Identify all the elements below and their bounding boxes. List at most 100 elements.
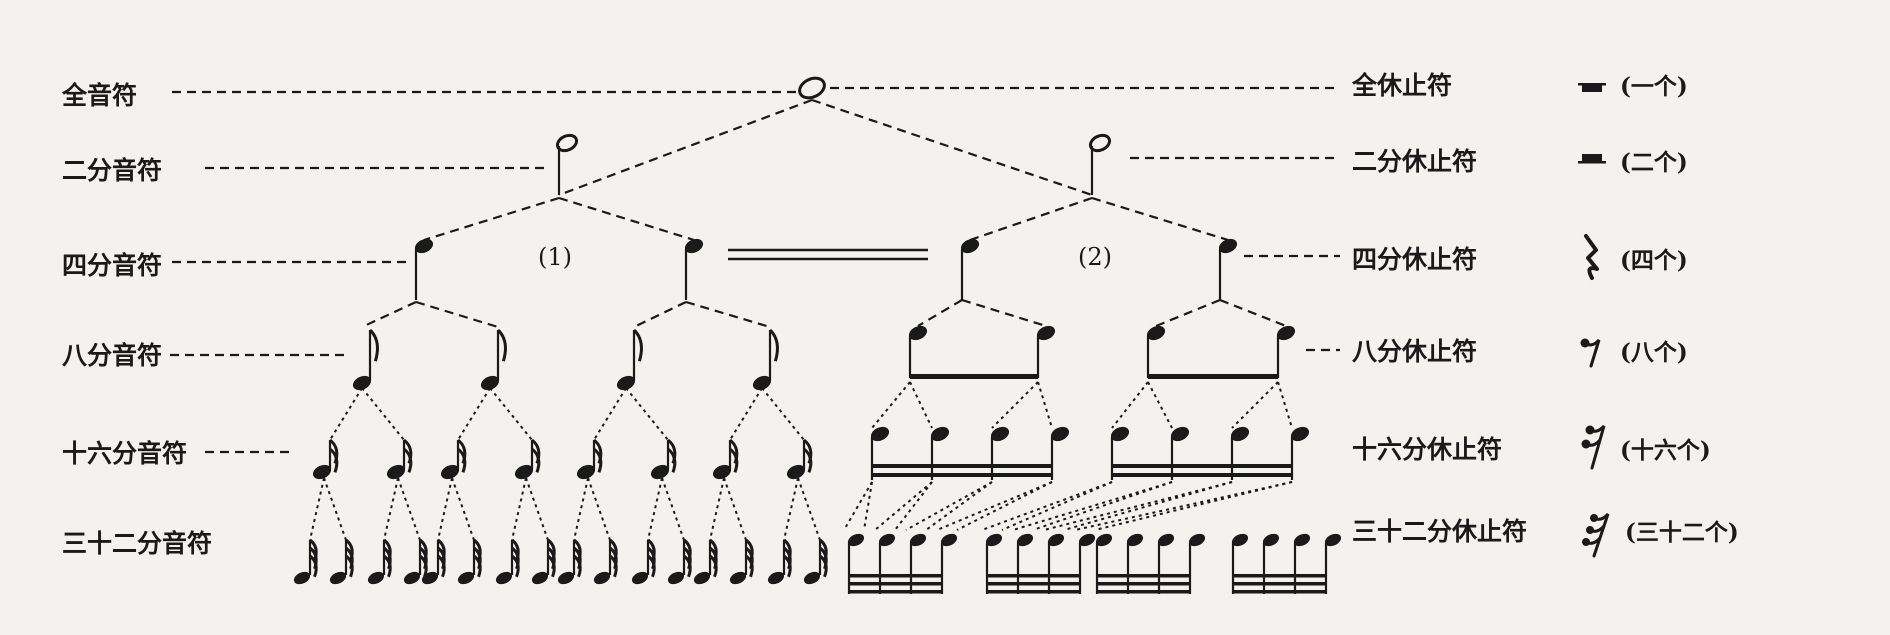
dotted-connector bbox=[863, 481, 873, 531]
thirty-second-note bbox=[593, 571, 611, 585]
dashed-connector bbox=[917, 299, 963, 327]
whole-note-label: 全音符 bbox=[61, 81, 137, 110]
eighth-beam bbox=[910, 374, 1038, 379]
thirty-second-note-flag bbox=[473, 554, 482, 578]
thirty-second-beam bbox=[1097, 582, 1190, 586]
thirty-second-note-flag bbox=[345, 554, 354, 578]
dashed-connector bbox=[558, 98, 813, 197]
thirty-second-note-flag bbox=[547, 554, 556, 578]
equals-sign bbox=[728, 248, 928, 261]
whole-rest-icon bbox=[1578, 83, 1606, 92]
sixteenth-rest-label: 十六分休止符 bbox=[1352, 435, 1502, 464]
thirty-second-note bbox=[693, 571, 711, 585]
dashed-connector bbox=[969, 196, 1093, 242]
thirty-second-beam bbox=[849, 574, 942, 578]
thirty-second-note-flag bbox=[383, 554, 392, 578]
dotted-connector bbox=[1277, 381, 1293, 429]
whole-rest-label: 全休止符 bbox=[1351, 71, 1452, 100]
eighth-note-flag bbox=[496, 328, 507, 362]
sixteenth-note-flag bbox=[403, 447, 413, 473]
dotted-connector bbox=[797, 477, 821, 541]
dotted-connector bbox=[991, 381, 1039, 429]
thirty-second-beam bbox=[1233, 582, 1326, 586]
dotted-connector bbox=[909, 381, 933, 429]
dotted-connector bbox=[1094, 481, 1293, 531]
quarter-rest-count: (四个) bbox=[1620, 247, 1688, 274]
half-note-label: 二分音符 bbox=[62, 156, 162, 185]
eighth-rest-label: 八分休止符 bbox=[1352, 337, 1477, 366]
thirty-second-note bbox=[403, 571, 421, 585]
thirty-second-beam bbox=[1097, 590, 1190, 594]
dotted-connector bbox=[397, 477, 421, 541]
thirty-second-beam bbox=[1233, 590, 1326, 594]
dotted-connector bbox=[981, 481, 1113, 531]
half-rest-label: 二分休止符 bbox=[1352, 147, 1477, 176]
dotted-connector bbox=[783, 477, 799, 541]
thirty-second-note bbox=[729, 571, 747, 585]
dotted-connector bbox=[871, 381, 911, 429]
dotted-connector bbox=[593, 387, 627, 441]
dotted-connector bbox=[573, 477, 589, 541]
dotted-connector bbox=[1037, 381, 1053, 429]
dashed-connector bbox=[1219, 298, 1287, 328]
sixteenth-note-flag bbox=[329, 447, 339, 473]
thirty-second-note bbox=[329, 571, 347, 585]
thirty-second-note bbox=[531, 571, 549, 585]
sixteenth-beam bbox=[1112, 473, 1292, 477]
dotted-connector bbox=[1074, 481, 1293, 531]
dashed-connector bbox=[423, 196, 560, 242]
quarter-note-label: 四分音符 bbox=[62, 251, 162, 280]
sixteenth-note-label: 十六分音符 bbox=[62, 439, 187, 468]
half-rest-count: (二个) bbox=[1620, 149, 1688, 176]
dotted-connector bbox=[723, 477, 747, 541]
thirty-second-note bbox=[667, 571, 685, 585]
dotted-connector bbox=[925, 481, 993, 531]
dashed-connector bbox=[685, 300, 771, 329]
whole-rest-count: (一个) bbox=[1620, 73, 1688, 100]
sixteenth-note-flag bbox=[667, 447, 677, 473]
eighth-note-flag bbox=[368, 328, 379, 362]
dotted-connector bbox=[383, 477, 399, 541]
dotted-connector bbox=[843, 481, 873, 531]
dotted-connector bbox=[936, 481, 1053, 531]
dashed-connector bbox=[633, 301, 687, 328]
thirty-second-note-flag bbox=[511, 554, 520, 578]
sixteenth-beam bbox=[872, 464, 1052, 468]
dotted-connector bbox=[457, 387, 491, 441]
thirty-second-beam bbox=[849, 590, 942, 594]
thirty-second-note-label: 三十二分音符 bbox=[62, 529, 212, 558]
dashed-connector bbox=[961, 298, 1047, 328]
sixteenth-rest-icon bbox=[1581, 424, 1606, 470]
dotted-connector bbox=[874, 481, 933, 531]
dotted-connector bbox=[1063, 481, 1233, 531]
dashed-connector bbox=[558, 196, 695, 242]
dashed-connector bbox=[1155, 298, 1221, 328]
dotted-connector bbox=[309, 477, 325, 541]
sixteenth-beam bbox=[872, 473, 1052, 477]
thirty-second-beam bbox=[987, 574, 1080, 578]
thirty-second-note bbox=[495, 571, 513, 585]
thirty-second-beam bbox=[849, 582, 942, 586]
eighth-note-label: 八分音符 bbox=[62, 341, 162, 370]
thirty-second-note bbox=[457, 571, 475, 585]
thirty-second-note-flag bbox=[819, 554, 828, 578]
half-rest-icon bbox=[1578, 154, 1606, 164]
sixteenth-note-flag bbox=[729, 447, 739, 473]
eighth-rest-count: (八个) bbox=[1620, 339, 1688, 366]
thirty-second-rest-count: (三十二个) bbox=[1625, 519, 1739, 546]
thirty-second-beam bbox=[1233, 574, 1326, 578]
thirty-second-note bbox=[803, 571, 821, 585]
thirty-second-beam bbox=[1097, 574, 1190, 578]
thirty-second-note bbox=[631, 571, 649, 585]
thirty-second-note-flag bbox=[783, 554, 792, 578]
note-tree bbox=[170, 76, 1342, 594]
dotted-connector bbox=[1147, 381, 1173, 429]
dotted-connector bbox=[1231, 381, 1279, 429]
sixteenth-note-flag bbox=[531, 447, 541, 473]
dotted-connector bbox=[894, 481, 933, 531]
dotted-connector bbox=[361, 387, 405, 441]
dashed-connector bbox=[361, 301, 417, 328]
dotted-connector bbox=[437, 477, 453, 541]
thirty-second-note-flag bbox=[309, 554, 318, 578]
thirty-second-note bbox=[367, 571, 385, 585]
